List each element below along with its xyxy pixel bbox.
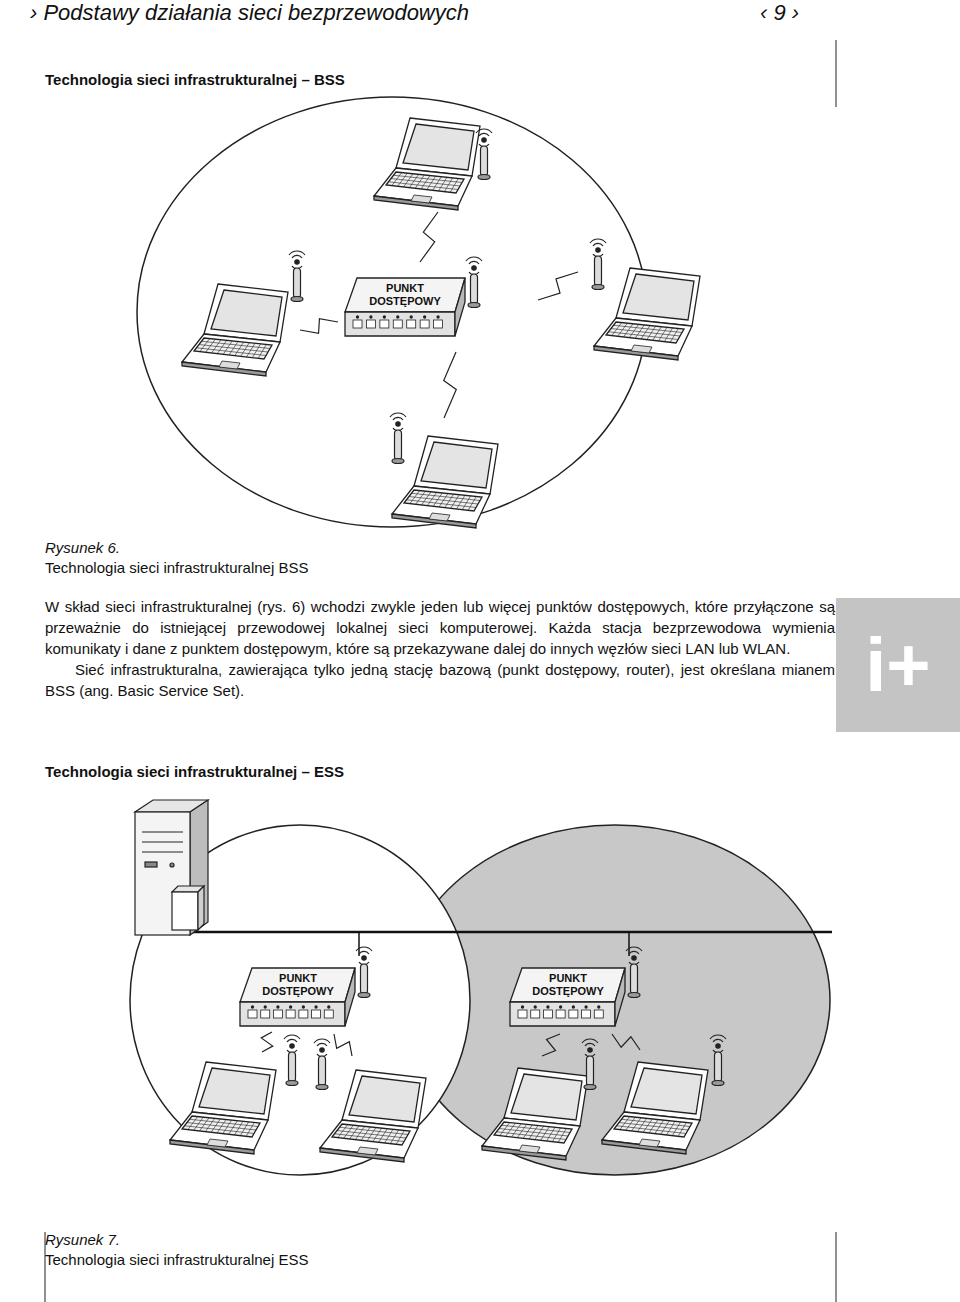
laptop-icon <box>602 1062 708 1154</box>
antenna-icon <box>626 947 642 998</box>
wireless-link <box>261 1032 273 1052</box>
antenna-icon <box>289 251 305 302</box>
figure-number: Rysunek 6. <box>45 538 120 558</box>
node-label: PUNKT DOSTĘPOWY <box>530 972 606 998</box>
antenna-icon <box>356 947 372 998</box>
server-icon <box>135 800 208 935</box>
wireless-link <box>542 1034 560 1056</box>
page-number: ‹ 9 › <box>760 0 799 26</box>
section-heading: Technologia sieci infrastrukturalnej – E… <box>45 762 344 782</box>
laptop-icon <box>482 1068 588 1160</box>
wireless-link <box>444 352 457 418</box>
access-point-box <box>345 278 465 336</box>
antenna-icon <box>582 1039 598 1090</box>
icon-panel <box>836 598 960 732</box>
laptop-icon <box>170 1062 276 1154</box>
laptop-icon <box>182 284 288 376</box>
wired-lan <box>135 931 832 934</box>
margin-mark <box>836 40 837 107</box>
antenna-icon <box>390 413 406 464</box>
antenna-icon <box>284 1035 300 1086</box>
running-header: › Podstawy działania sieci bezprzewodowy… <box>30 0 469 26</box>
section-heading: Technologia sieci infrastrukturalnej – B… <box>45 70 345 90</box>
wireless-link <box>538 272 578 300</box>
figure-number: Rysunek 7. <box>45 1230 120 1250</box>
wireless-link <box>420 212 438 262</box>
figure-caption: Technologia sieci infrastrukturalnej BSS <box>45 558 308 578</box>
wired-link <box>628 932 630 956</box>
laptop-icon <box>392 436 498 528</box>
icon-label: i+ <box>836 598 960 732</box>
access-point-box <box>510 968 625 1026</box>
figure-caption: Technologia sieci infrastrukturalnej ESS <box>45 1250 308 1270</box>
laptop-icon <box>374 118 480 210</box>
access-point-label: PUNKT DOSTĘPOWY <box>364 280 446 310</box>
margin-mark <box>836 1232 837 1302</box>
laptop-icon <box>594 268 700 360</box>
antenna-icon <box>590 239 606 290</box>
bss-area <box>137 97 647 527</box>
wireless-link <box>612 1034 640 1050</box>
wired-link <box>358 932 360 956</box>
access-point-box <box>240 968 355 1026</box>
body-text: Sieć infrastrukturalna, zawierająca tylk… <box>45 659 835 701</box>
wireless-link <box>334 1034 352 1056</box>
wireless-link <box>300 319 338 334</box>
body-text: W skład sieci infrastrukturalnej (rys. 6… <box>45 596 835 659</box>
antenna-icon <box>466 257 482 307</box>
antenna-icon <box>476 129 492 180</box>
node-label: PUNKT DOSTĘPOWY <box>367 282 443 308</box>
access-point-label: PUNKT DOSTĘPOWY <box>257 970 339 1000</box>
laptop-icon <box>320 1070 426 1162</box>
access-point-label: PUNKT DOSTĘPOWY <box>527 970 609 1000</box>
antenna-icon <box>314 1039 330 1090</box>
node-label: PUNKT DOSTĘPOWY <box>260 972 336 998</box>
antenna-icon <box>710 1035 726 1085</box>
